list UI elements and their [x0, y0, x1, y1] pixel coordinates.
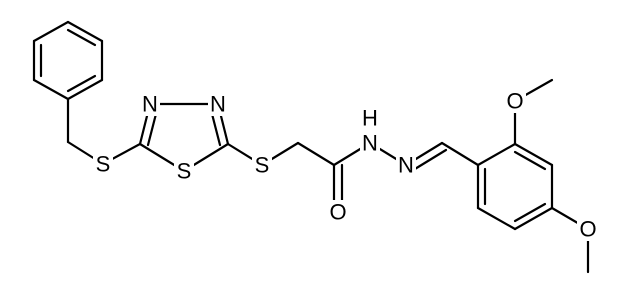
bond-aryl-1 — [476, 142, 517, 167]
atom-nh: N H — [360, 106, 380, 156]
atom-n-imine-label: N — [398, 153, 414, 178]
bond-ch2-carbonyl — [296, 141, 336, 167]
atom-o-methoxy-top: O — [504, 89, 526, 114]
atom-s-thioether-right: S — [252, 153, 272, 178]
atom-n-left-label: N — [142, 92, 158, 117]
atom-s-ring: S — [174, 159, 194, 184]
atom-h-label: H — [362, 106, 378, 131]
atom-nh-label: N — [362, 131, 378, 156]
atom-s-thioether-left-label: S — [96, 152, 111, 177]
atom-o-methoxy-bottom: O — [577, 217, 599, 242]
bond-phenyl-3 — [66, 78, 104, 101]
bond-aryl-inner-2 — [513, 202, 547, 223]
bond-phenyl-6 — [32, 20, 70, 43]
atom-n-left: N — [140, 92, 160, 117]
bond-aryl-inner-1 — [513, 150, 547, 171]
bond-aryl-2 — [513, 142, 554, 167]
atom-s-thioether-right-label: S — [255, 153, 270, 178]
bond-ch-aryl — [440, 141, 480, 167]
bond-aryl-4 — [513, 206, 554, 231]
atom-o-methoxy-bottom-label: O — [579, 217, 596, 242]
atom-s-thioether-left: S — [93, 152, 113, 177]
bond-aryl-5 — [476, 206, 517, 231]
bond-phenyl-1 — [66, 20, 104, 43]
bond-phenyl-inner-2 — [66, 74, 97, 93]
atom-n-right-label: N — [210, 92, 226, 117]
bonds — [32, 20, 590, 274]
bond-phenyl-4 — [32, 78, 70, 101]
atom-labels: N N S S S N H — [93, 89, 599, 242]
atom-o-carbonyl-label: O — [329, 200, 346, 225]
atom-o-carbonyl: O — [327, 200, 349, 225]
atom-o-methoxy-top-label: O — [506, 89, 523, 114]
bond-phenyl-inner-1 — [66, 28, 97, 47]
atom-n-right: N — [208, 92, 228, 117]
atom-n-imine: N — [396, 153, 416, 178]
atom-s-ring-label: S — [177, 159, 192, 184]
